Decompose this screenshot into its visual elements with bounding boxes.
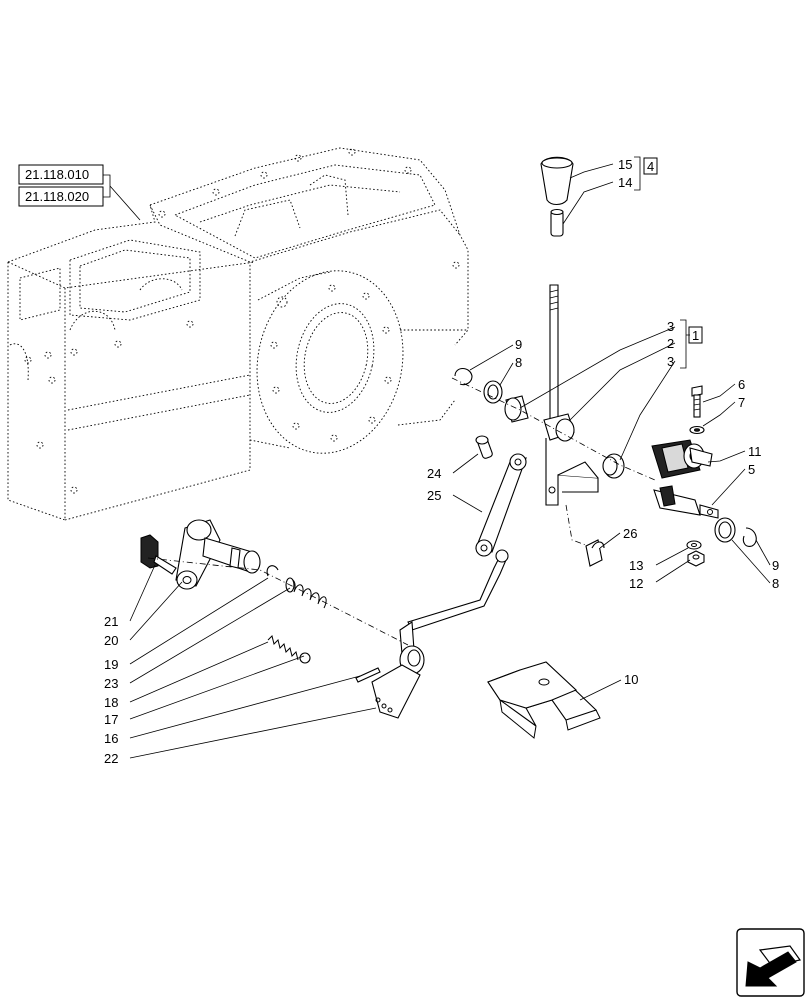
callout-20[interactable]: 20	[104, 633, 118, 648]
callout-15[interactable]: 15	[618, 157, 632, 172]
callout-13[interactable]: 13	[629, 558, 643, 573]
cylinder-5	[653, 485, 719, 519]
callout-11[interactable]: 11	[748, 444, 762, 459]
rod-22	[355, 549, 509, 719]
callout-18[interactable]: 18	[104, 695, 118, 710]
transmission-housing	[7, 147, 469, 521]
reference-box-2[interactable]: 21.118.020	[18, 186, 104, 207]
spring-18	[267, 635, 311, 664]
bracket-10	[487, 661, 601, 739]
clip-26	[585, 539, 605, 567]
circlip-9-right	[742, 527, 757, 547]
callout-23[interactable]: 23	[104, 676, 118, 691]
nut-12	[687, 550, 705, 567]
group-label: 1	[692, 328, 699, 343]
callout-8[interactable]: 8	[772, 576, 779, 591]
handle-21	[140, 534, 177, 575]
washer-8-left	[483, 380, 503, 404]
link-25	[475, 453, 527, 557]
arrow-icon[interactable]	[736, 928, 805, 997]
spring-23	[285, 577, 327, 609]
group-box-1[interactable]: 1	[688, 326, 703, 344]
callout-17[interactable]: 17	[104, 712, 118, 727]
callout-9[interactable]: 9	[772, 558, 779, 573]
group-label: 4	[647, 159, 654, 174]
group-box-4[interactable]: 4	[643, 157, 658, 175]
axis-line	[147, 557, 409, 646]
callout-5[interactable]: 5	[748, 462, 755, 477]
callout-6[interactable]: 6	[738, 377, 745, 392]
callout-25[interactable]: 25	[427, 488, 441, 503]
callout-21[interactable]: 21	[104, 614, 118, 629]
callout-3[interactable]: 3	[667, 354, 674, 369]
leader-lines	[129, 163, 771, 759]
callout-14[interactable]: 14	[618, 175, 632, 190]
callout-26[interactable]: 26	[623, 526, 637, 541]
solenoid-11	[651, 439, 713, 479]
callout-2[interactable]: 2	[667, 336, 674, 351]
circlip-9-left	[454, 367, 473, 386]
shift-knob	[540, 156, 574, 237]
reference-code: 21.118.020	[25, 189, 89, 204]
reference-box-1[interactable]: 21.118.010	[18, 164, 104, 185]
pin-24	[475, 435, 493, 459]
washer-8-right	[714, 517, 736, 543]
bushing-3	[602, 453, 625, 479]
crank-20	[175, 519, 261, 590]
shift-lever	[543, 284, 599, 546]
bushing-2	[504, 395, 529, 423]
bolt-6	[691, 385, 703, 418]
callout-12[interactable]: 12	[629, 576, 643, 591]
callout-8[interactable]: 8	[515, 355, 522, 370]
callout-24[interactable]: 24	[427, 466, 441, 481]
callout-22[interactable]: 22	[104, 751, 118, 766]
callout-3[interactable]: 3	[667, 319, 674, 334]
washer-7	[689, 425, 705, 435]
callout-9[interactable]: 9	[515, 337, 522, 352]
washer-13	[686, 540, 702, 550]
callout-7[interactable]: 7	[738, 395, 745, 410]
callout-16[interactable]: 16	[104, 731, 118, 746]
axis-line	[451, 377, 656, 481]
reference-code: 21.118.010	[25, 167, 89, 182]
reference-bracket	[103, 174, 141, 221]
group-bracket	[634, 156, 641, 191]
callout-19[interactable]: 19	[104, 657, 118, 672]
callout-10[interactable]: 10	[624, 672, 638, 687]
callout-labels: 15 14 3 2 3 9 8 6 7 11 5 9 8 13 12 26 24…	[104, 157, 779, 766]
